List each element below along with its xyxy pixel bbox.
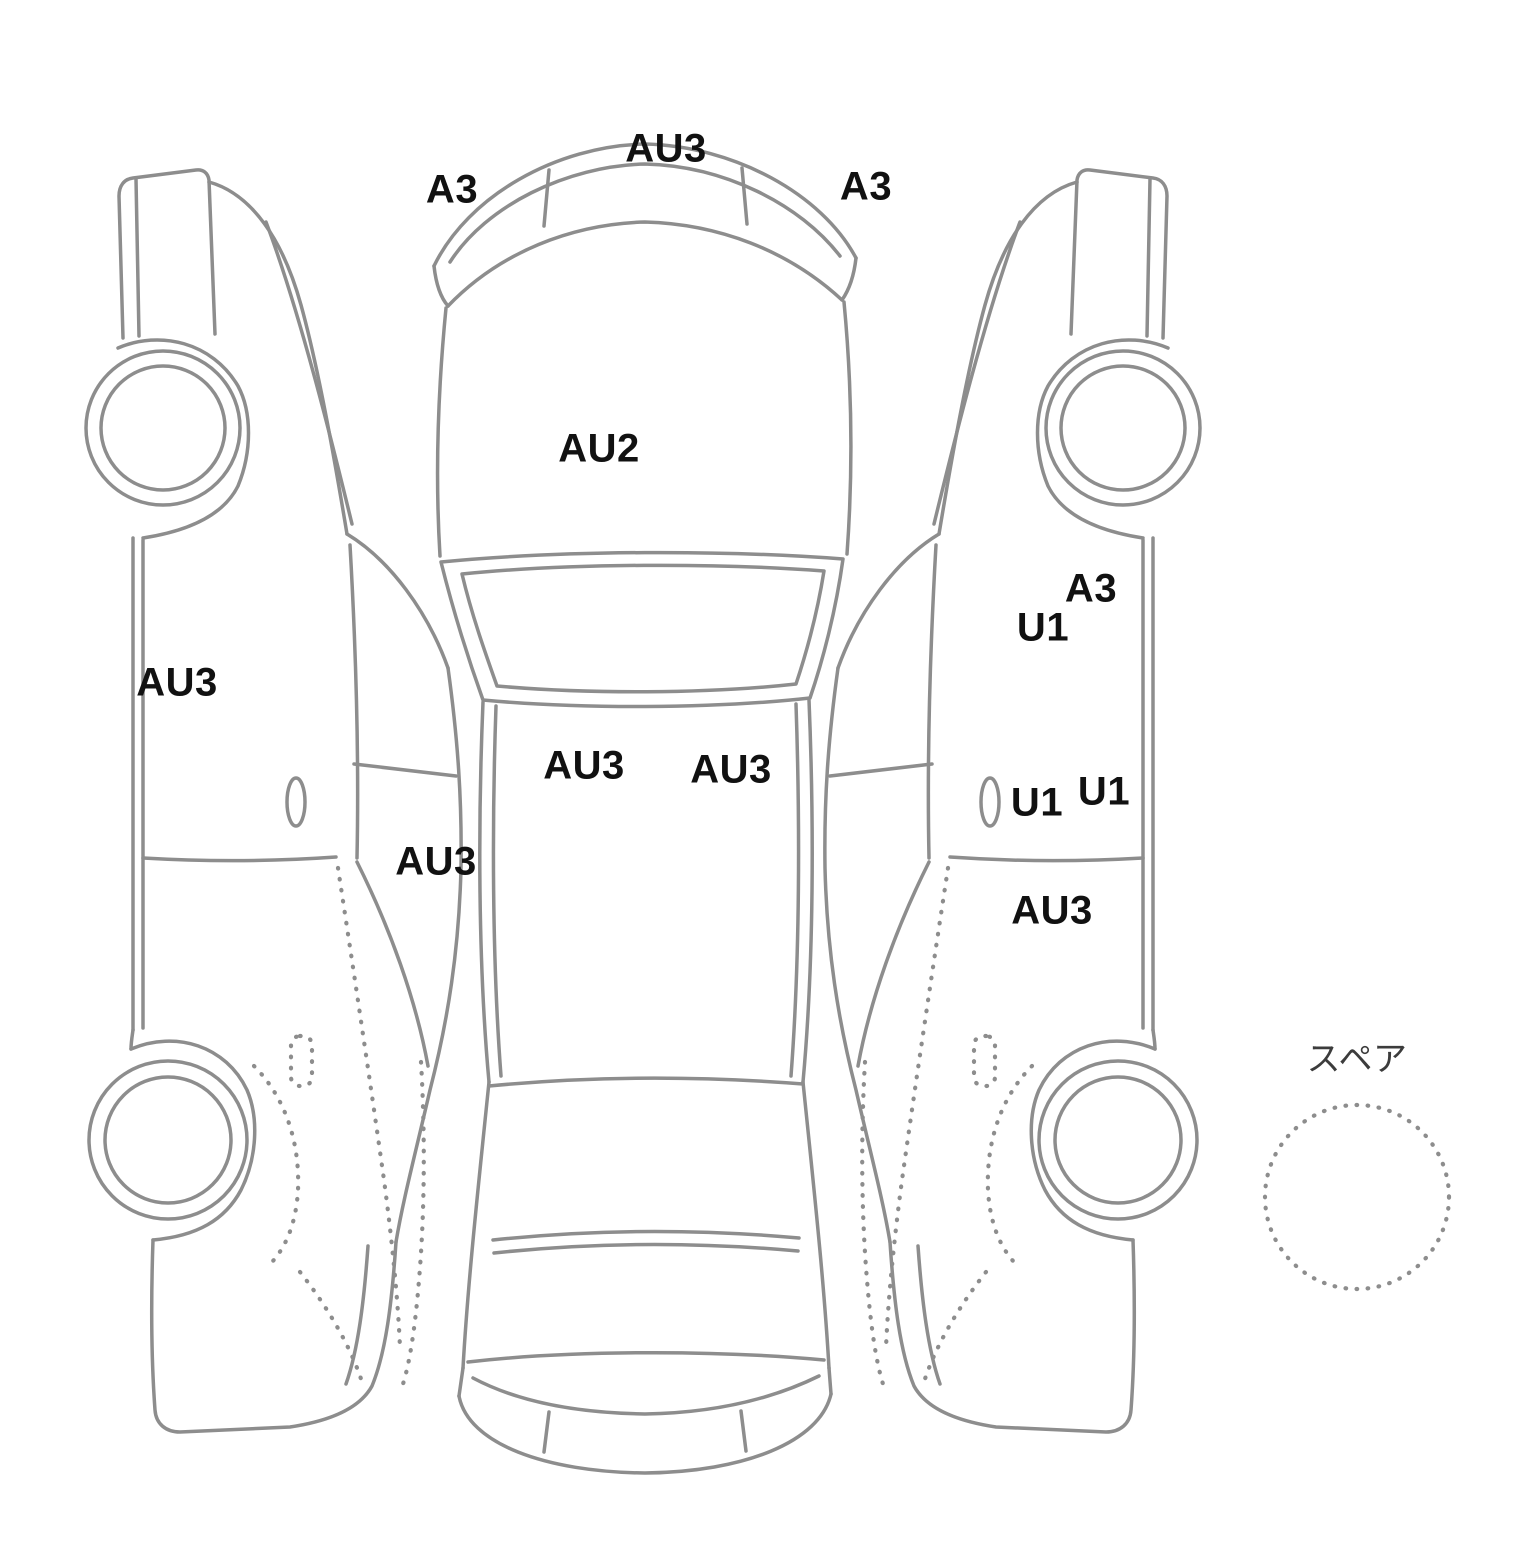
spare-tire-label: スペア	[1306, 1040, 1408, 1079]
damage-label-right-front-pillar: U1	[1016, 605, 1070, 650]
damage-label-front-right-corner: A3	[839, 164, 893, 209]
damage-label-roof-front-right: AU3	[690, 747, 772, 792]
damage-label-front-bumper: AU3	[625, 126, 707, 171]
damage-label-roof-front-left: AU3	[543, 743, 625, 788]
damage-label-front-left-corner: A3	[425, 167, 479, 212]
damage-label-right-rear-door: AU3	[1011, 888, 1093, 933]
damage-label-right-rear-door-upper: U1	[1077, 769, 1131, 814]
left-side-view-car	[84, 168, 463, 1434]
damage-label-left-front-door: AU3	[136, 660, 218, 705]
damage-label-right-front-fender: A3	[1064, 566, 1118, 611]
top-view-car	[432, 142, 858, 1475]
spare-tire-outline	[1262, 1102, 1452, 1292]
damage-label-right-front-door: U1	[1010, 780, 1064, 825]
damage-label-left-rear-door: AU3	[395, 839, 477, 884]
damage-label-hood: AU2	[558, 426, 640, 471]
